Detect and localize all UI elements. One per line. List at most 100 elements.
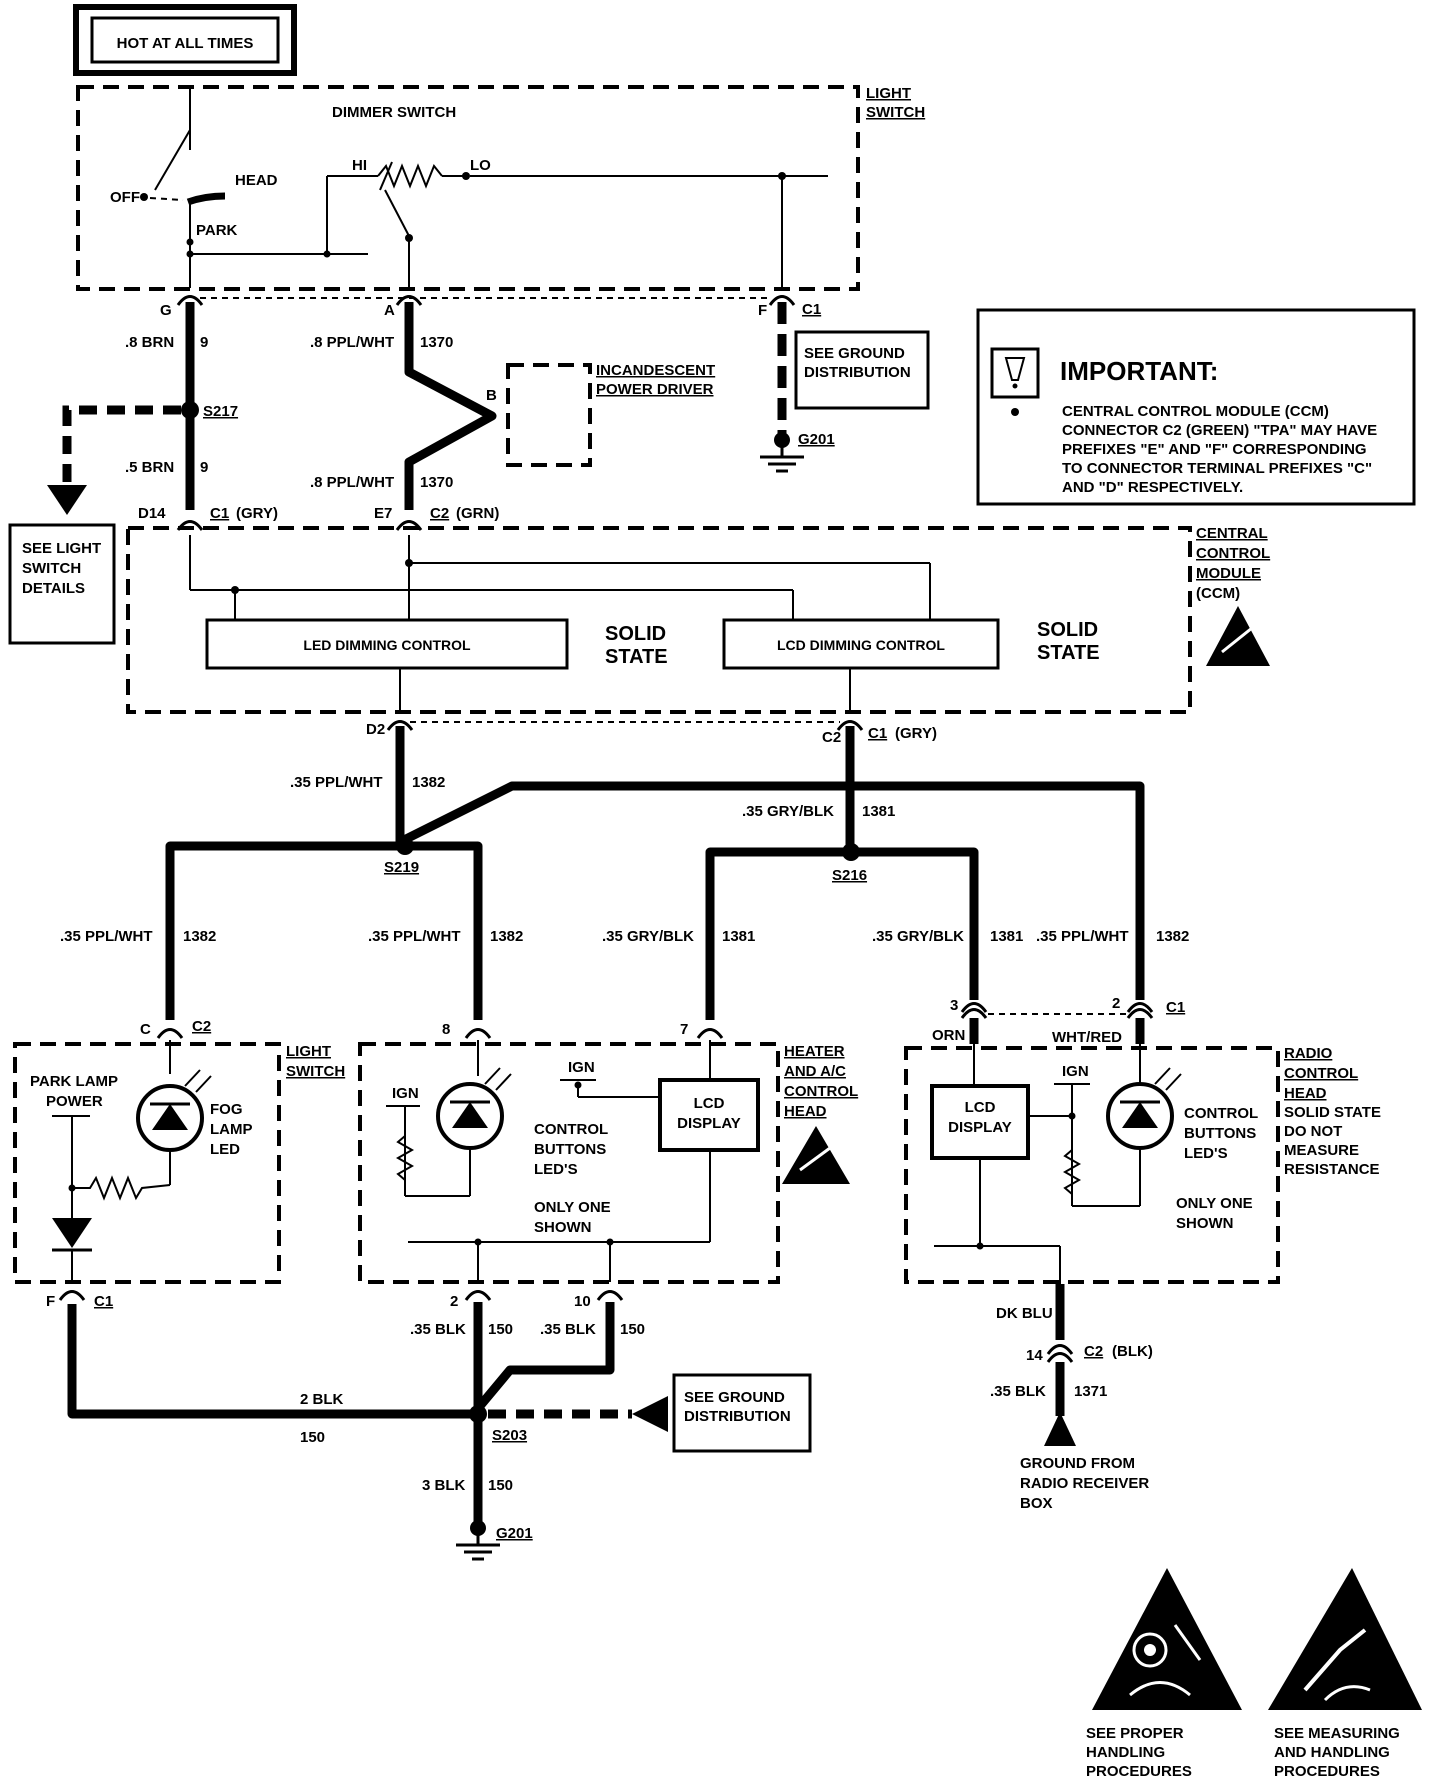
- ls-connector-c1: C1: [94, 1293, 113, 1310]
- fog-lamp-2: LAMP: [210, 1121, 253, 1138]
- heater-only-2: SHOWN: [534, 1219, 592, 1236]
- ls-bottom-title-1: LIGHT: [286, 1043, 331, 1060]
- radio-note-1: SOLID STATE: [1284, 1104, 1381, 1121]
- important-line-5: AND "D" RESPECTIVELY.: [1062, 479, 1243, 496]
- wire-circuit-b4: 1381: [990, 928, 1023, 945]
- radio-wire-dkblu: DK BLU: [996, 1305, 1053, 1322]
- ccm-title-2: CONTROL: [1196, 545, 1270, 562]
- radio-note-2: DO NOT: [1284, 1123, 1342, 1140]
- lcd-dimming-control: LCD DIMMING CONTROL: [777, 637, 945, 653]
- radio-pin-2: 2: [1112, 995, 1120, 1012]
- heater-cb-2: BUTTONS: [534, 1141, 606, 1158]
- heater-title-2: AND A/C: [784, 1063, 846, 1080]
- wire-gauge-b3: .35 GRY/BLK: [602, 928, 694, 945]
- wire-gauge-5-brn: .5 BRN: [125, 459, 174, 476]
- ccm-title-1: CENTRAL: [1196, 525, 1268, 542]
- heater-pin-2: 2: [450, 1293, 458, 1310]
- light-switch-top: LIGHT SWITCH DIMMER SWITCH OFF HEAD PARK…: [76, 85, 925, 319]
- see-light-switch-3: DETAILS: [22, 580, 85, 597]
- connector-c1-top: C1: [802, 301, 821, 318]
- radio-ign: IGN: [1062, 1063, 1089, 1080]
- measuring-handling-2: AND HANDLING: [1274, 1744, 1390, 1761]
- radio-only-2: SHOWN: [1176, 1215, 1234, 1232]
- ls-terminal-c: C: [140, 1021, 151, 1038]
- radio-note-3: MEASURE: [1284, 1142, 1359, 1159]
- wire-gauge-8-pplwht-b: .8 PPL/WHT: [310, 474, 394, 491]
- heater-led-icon: [436, 1067, 512, 1150]
- terminal-f: F: [758, 302, 767, 319]
- measuring-handling-3: PROCEDURES: [1274, 1763, 1380, 1780]
- ccm-solid-2: SOLID: [1037, 619, 1098, 641]
- ccm-state-1: STATE: [605, 646, 668, 668]
- ccm-terminal-d14: D14: [138, 505, 166, 522]
- ccm-connector-grn: (GRN): [456, 505, 499, 522]
- wire-2blk-circuit: 150: [300, 1429, 325, 1446]
- important-line-4: TO CONNECTOR TERMINAL PREFIXES "C": [1062, 460, 1372, 477]
- important-line-3: PREFIXES "E" AND "F" CORRESPONDING: [1062, 441, 1367, 458]
- ccm-state-2: STATE: [1037, 642, 1100, 664]
- see-ground-bottom-1: SEE GROUND: [684, 1389, 785, 1406]
- heater-ign-1: IGN: [392, 1085, 419, 1102]
- radio-control-head: 3 2 C1 ORN WHT/RED RADIO CONTROL HEAD SO…: [904, 995, 1381, 1512]
- dimmer-hi-label: HI: [352, 157, 367, 174]
- ccm-connector-gry: (GRY): [236, 505, 278, 522]
- see-ground-top-1: SEE GROUND: [804, 345, 905, 362]
- hot-at-all-times-box: HOT AT ALL TIMES: [73, 4, 297, 76]
- wire-circuit-b2: 1382: [490, 928, 523, 945]
- radio-cb-1: CONTROL: [1184, 1105, 1258, 1122]
- ccm-terminal-e7: E7: [374, 505, 392, 522]
- terminal-g: G: [160, 302, 172, 319]
- wire-gauge-b5: .35 PPL/WHT: [1036, 928, 1129, 945]
- radio-ground-1: GROUND FROM: [1020, 1455, 1135, 1472]
- ccm-terminal-c2: C2: [822, 729, 841, 746]
- ccm-connector-gry-out: (GRY): [895, 725, 937, 742]
- splice-s216: S216: [832, 867, 867, 884]
- radio-wire-whtred: WHT/RED: [1052, 1029, 1122, 1046]
- park-lamp-1: PARK LAMP: [30, 1073, 118, 1090]
- light-switch-bottom: C C2 LIGHT SWITCH PARK LAMP POWER FOG LA…: [13, 1018, 345, 1310]
- radio-connector-blk: (BLK): [1112, 1343, 1153, 1360]
- ccm-title-4: (CCM): [1196, 585, 1240, 602]
- splice-s217: S217: [203, 403, 238, 420]
- wire-circuit-9a: 9: [200, 334, 208, 351]
- ccm-title-3: MODULE: [1196, 565, 1261, 582]
- wire-gauge-b4: .35 GRY/BLK: [872, 928, 964, 945]
- wire-circuit-1370a: 1370: [420, 334, 453, 351]
- radio-lcd-1: LCD: [965, 1099, 996, 1116]
- ls-terminal-f: F: [46, 1293, 55, 1310]
- radio-connector-c2: C2: [1084, 1343, 1103, 1360]
- wire-gauge-8-pplwht-a: .8 PPL/WHT: [310, 334, 394, 351]
- switch-park-label: PARK: [196, 222, 238, 239]
- heater-cb-1: CONTROL: [534, 1121, 608, 1138]
- wire-gauge-35-gryblk-main: .35 GRY/BLK: [742, 803, 834, 820]
- dimmer-lo-label: LO: [470, 157, 491, 174]
- wire-circuit-1382-main: 1382: [412, 774, 445, 791]
- wire-150b-gauge: .35 BLK: [540, 1321, 596, 1338]
- radio-cb-2: BUTTONS: [1184, 1125, 1256, 1142]
- measuring-handling-1: SEE MEASURING: [1274, 1725, 1400, 1742]
- important-line-1: CENTRAL CONTROL MODULE (CCM): [1062, 403, 1329, 420]
- fog-lamp-1: FOG: [210, 1101, 243, 1118]
- switch-off-label: OFF: [110, 189, 140, 206]
- radio-wire-orn: ORN: [932, 1027, 965, 1044]
- wire-150b-circuit: 150: [620, 1321, 645, 1338]
- heater-ac-control-head: 8 7 HEATER AND A/C CONTROL HEAD IGN IGN: [358, 1021, 858, 1310]
- ccm-terminal-d2: D2: [366, 721, 385, 738]
- wire-gauge-b1: .35 PPL/WHT: [60, 928, 153, 945]
- wire-gauge-8-brn: .8 BRN: [125, 334, 174, 351]
- radio-only-1: ONLY ONE: [1176, 1195, 1253, 1212]
- wire-circuit-9b: 9: [200, 459, 208, 476]
- radio-connector-c1: C1: [1166, 999, 1185, 1016]
- radio-pin-14: 14: [1026, 1347, 1043, 1364]
- heater-only-1: ONLY ONE: [534, 1199, 611, 1216]
- wire-circuit-b1: 1382: [183, 928, 216, 945]
- wire-2blk: 2 BLK: [300, 1391, 344, 1408]
- heater-lcd-2: DISPLAY: [677, 1115, 741, 1132]
- mid-wires: .35 PPL/WHT 1382 .35 GRY/BLK 1381 S219 S…: [60, 726, 1189, 1020]
- radio-wire-circuit: 1371: [1074, 1383, 1107, 1400]
- heater-title-4: HEAD: [784, 1103, 827, 1120]
- radio-lcd-2: DISPLAY: [948, 1119, 1012, 1136]
- radio-cb-3: LED'S: [1184, 1145, 1228, 1162]
- heater-title-1: HEATER: [784, 1043, 845, 1060]
